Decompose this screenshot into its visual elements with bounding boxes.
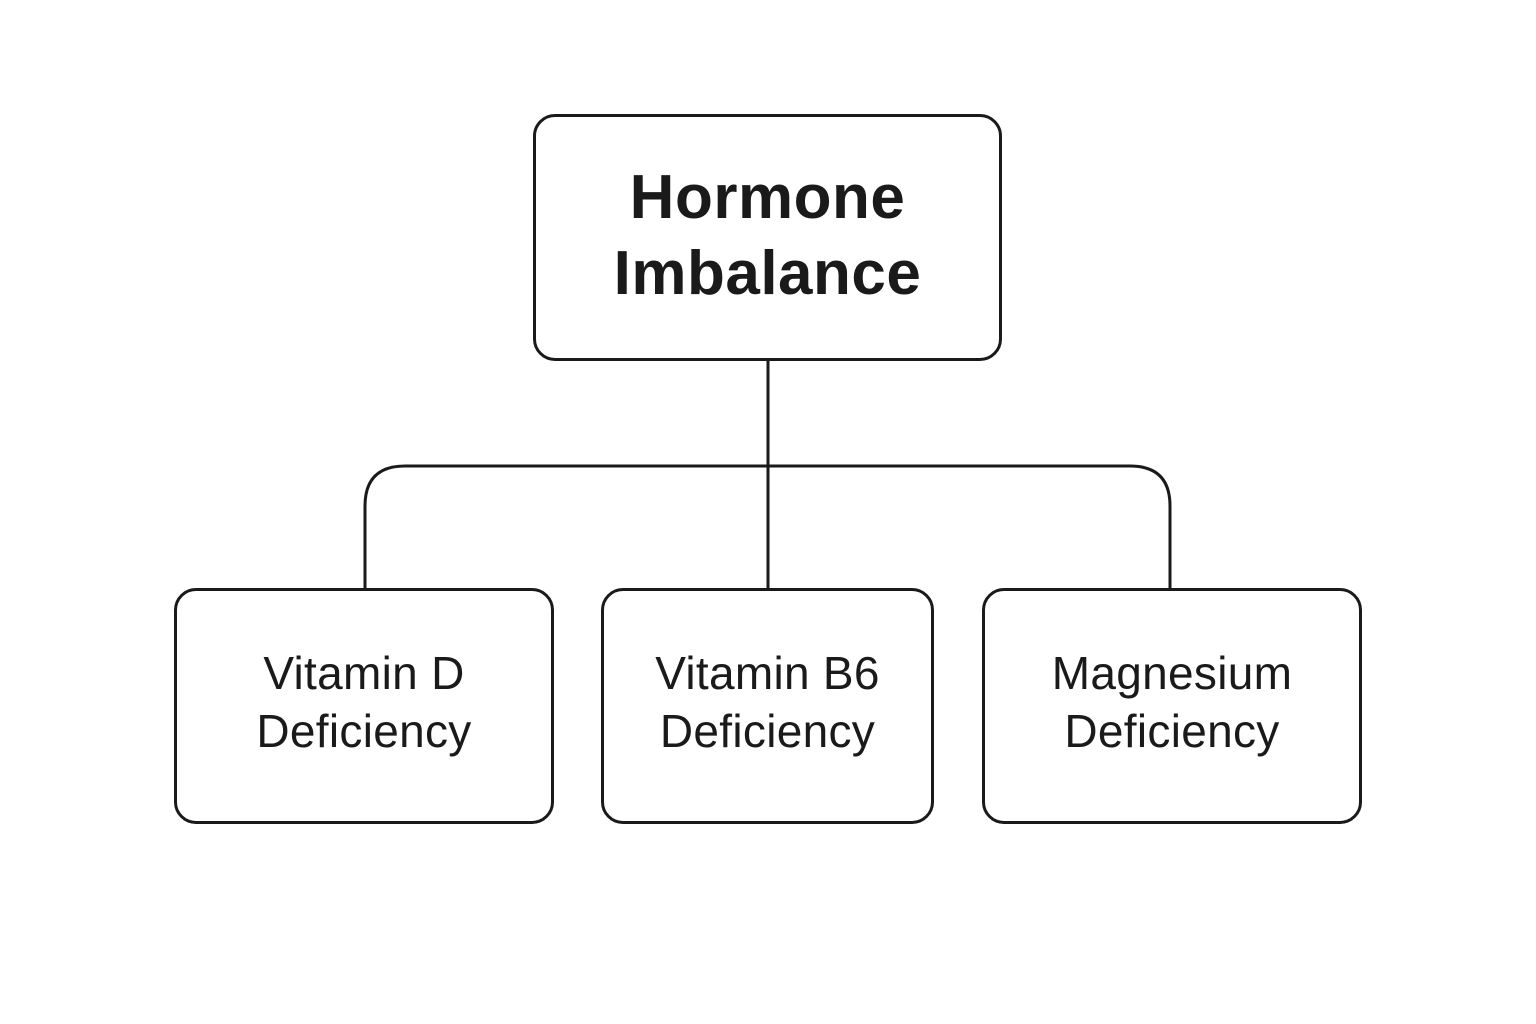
root-node-label: Hormone Imbalance xyxy=(614,160,922,312)
root-node: Hormone Imbalance xyxy=(533,114,1002,361)
child-node-line-1: Vitamin B6 xyxy=(655,647,880,699)
root-node-line-2: Imbalance xyxy=(613,238,922,308)
child-node-magnesium: Magnesium Deficiency xyxy=(982,588,1362,824)
connector-branch-bar xyxy=(363,464,1172,588)
child-node-vitamin-b6: Vitamin B6 Deficiency xyxy=(601,588,934,824)
child-node-vitamin-d: Vitamin D Deficiency xyxy=(174,588,554,824)
root-node-line-1: Hormone xyxy=(629,162,906,232)
child-node-line-2: Deficiency xyxy=(659,705,876,757)
child-node-label: Magnesium Deficiency xyxy=(1052,644,1292,760)
child-node-line-2: Deficiency xyxy=(256,705,472,757)
child-node-line-2: Deficiency xyxy=(1064,705,1280,757)
child-node-line-1: Magnesium xyxy=(1051,647,1293,699)
child-node-line-1: Vitamin D xyxy=(263,647,465,699)
child-node-label: Vitamin B6 Deficiency xyxy=(655,644,880,760)
child-node-label: Vitamin D Deficiency xyxy=(256,644,471,760)
